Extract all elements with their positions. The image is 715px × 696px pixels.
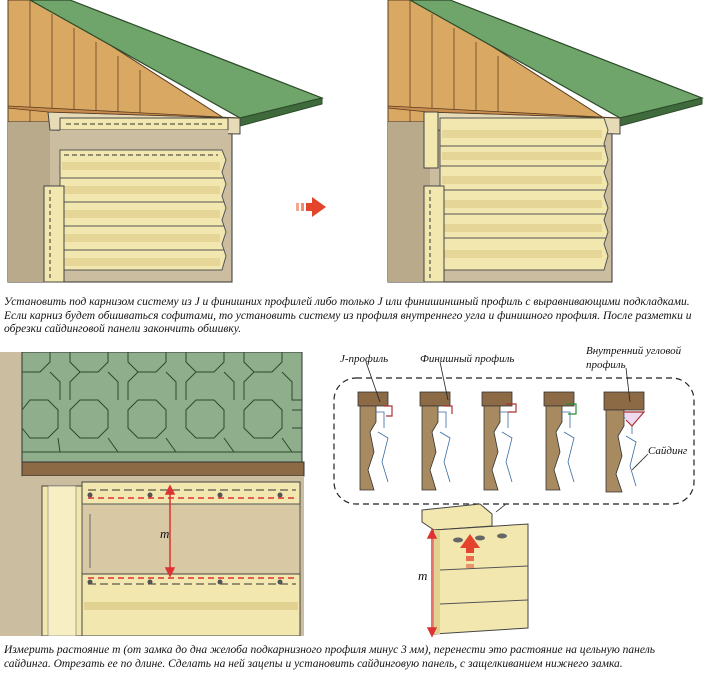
section-2: [419, 391, 453, 491]
section-5: [603, 391, 646, 493]
measure-m-label-right: m: [418, 568, 427, 583]
section-1: [357, 391, 393, 491]
profile-sections-illustration: J-профиль Финишный профиль Внутренний уг…: [333, 345, 695, 505]
next-step-arrow-icon: [296, 197, 326, 217]
finish-profile-label: Финишный профиль: [420, 353, 514, 365]
j-profile-label: J-профиль: [340, 353, 388, 365]
inner-corner-label-2: профиль: [586, 359, 626, 371]
siding-label: Сайдинг: [648, 445, 688, 457]
house-after-illustration: [387, 0, 704, 283]
measure-m-label-left: m: [160, 526, 169, 541]
step1-caption: Установить под карнизом систему из J и ф…: [4, 296, 692, 335]
section-3: [481, 391, 517, 491]
inner-corner-label: Внутренний угловой: [586, 345, 682, 357]
measurement-detail-illustration: m: [0, 352, 305, 636]
house-before-illustration: [7, 0, 324, 283]
panel-installation-illustration: m: [418, 503, 529, 638]
section-4: [543, 391, 577, 491]
step2-caption: Измерить растояние т (от замка до дна же…: [4, 644, 655, 670]
